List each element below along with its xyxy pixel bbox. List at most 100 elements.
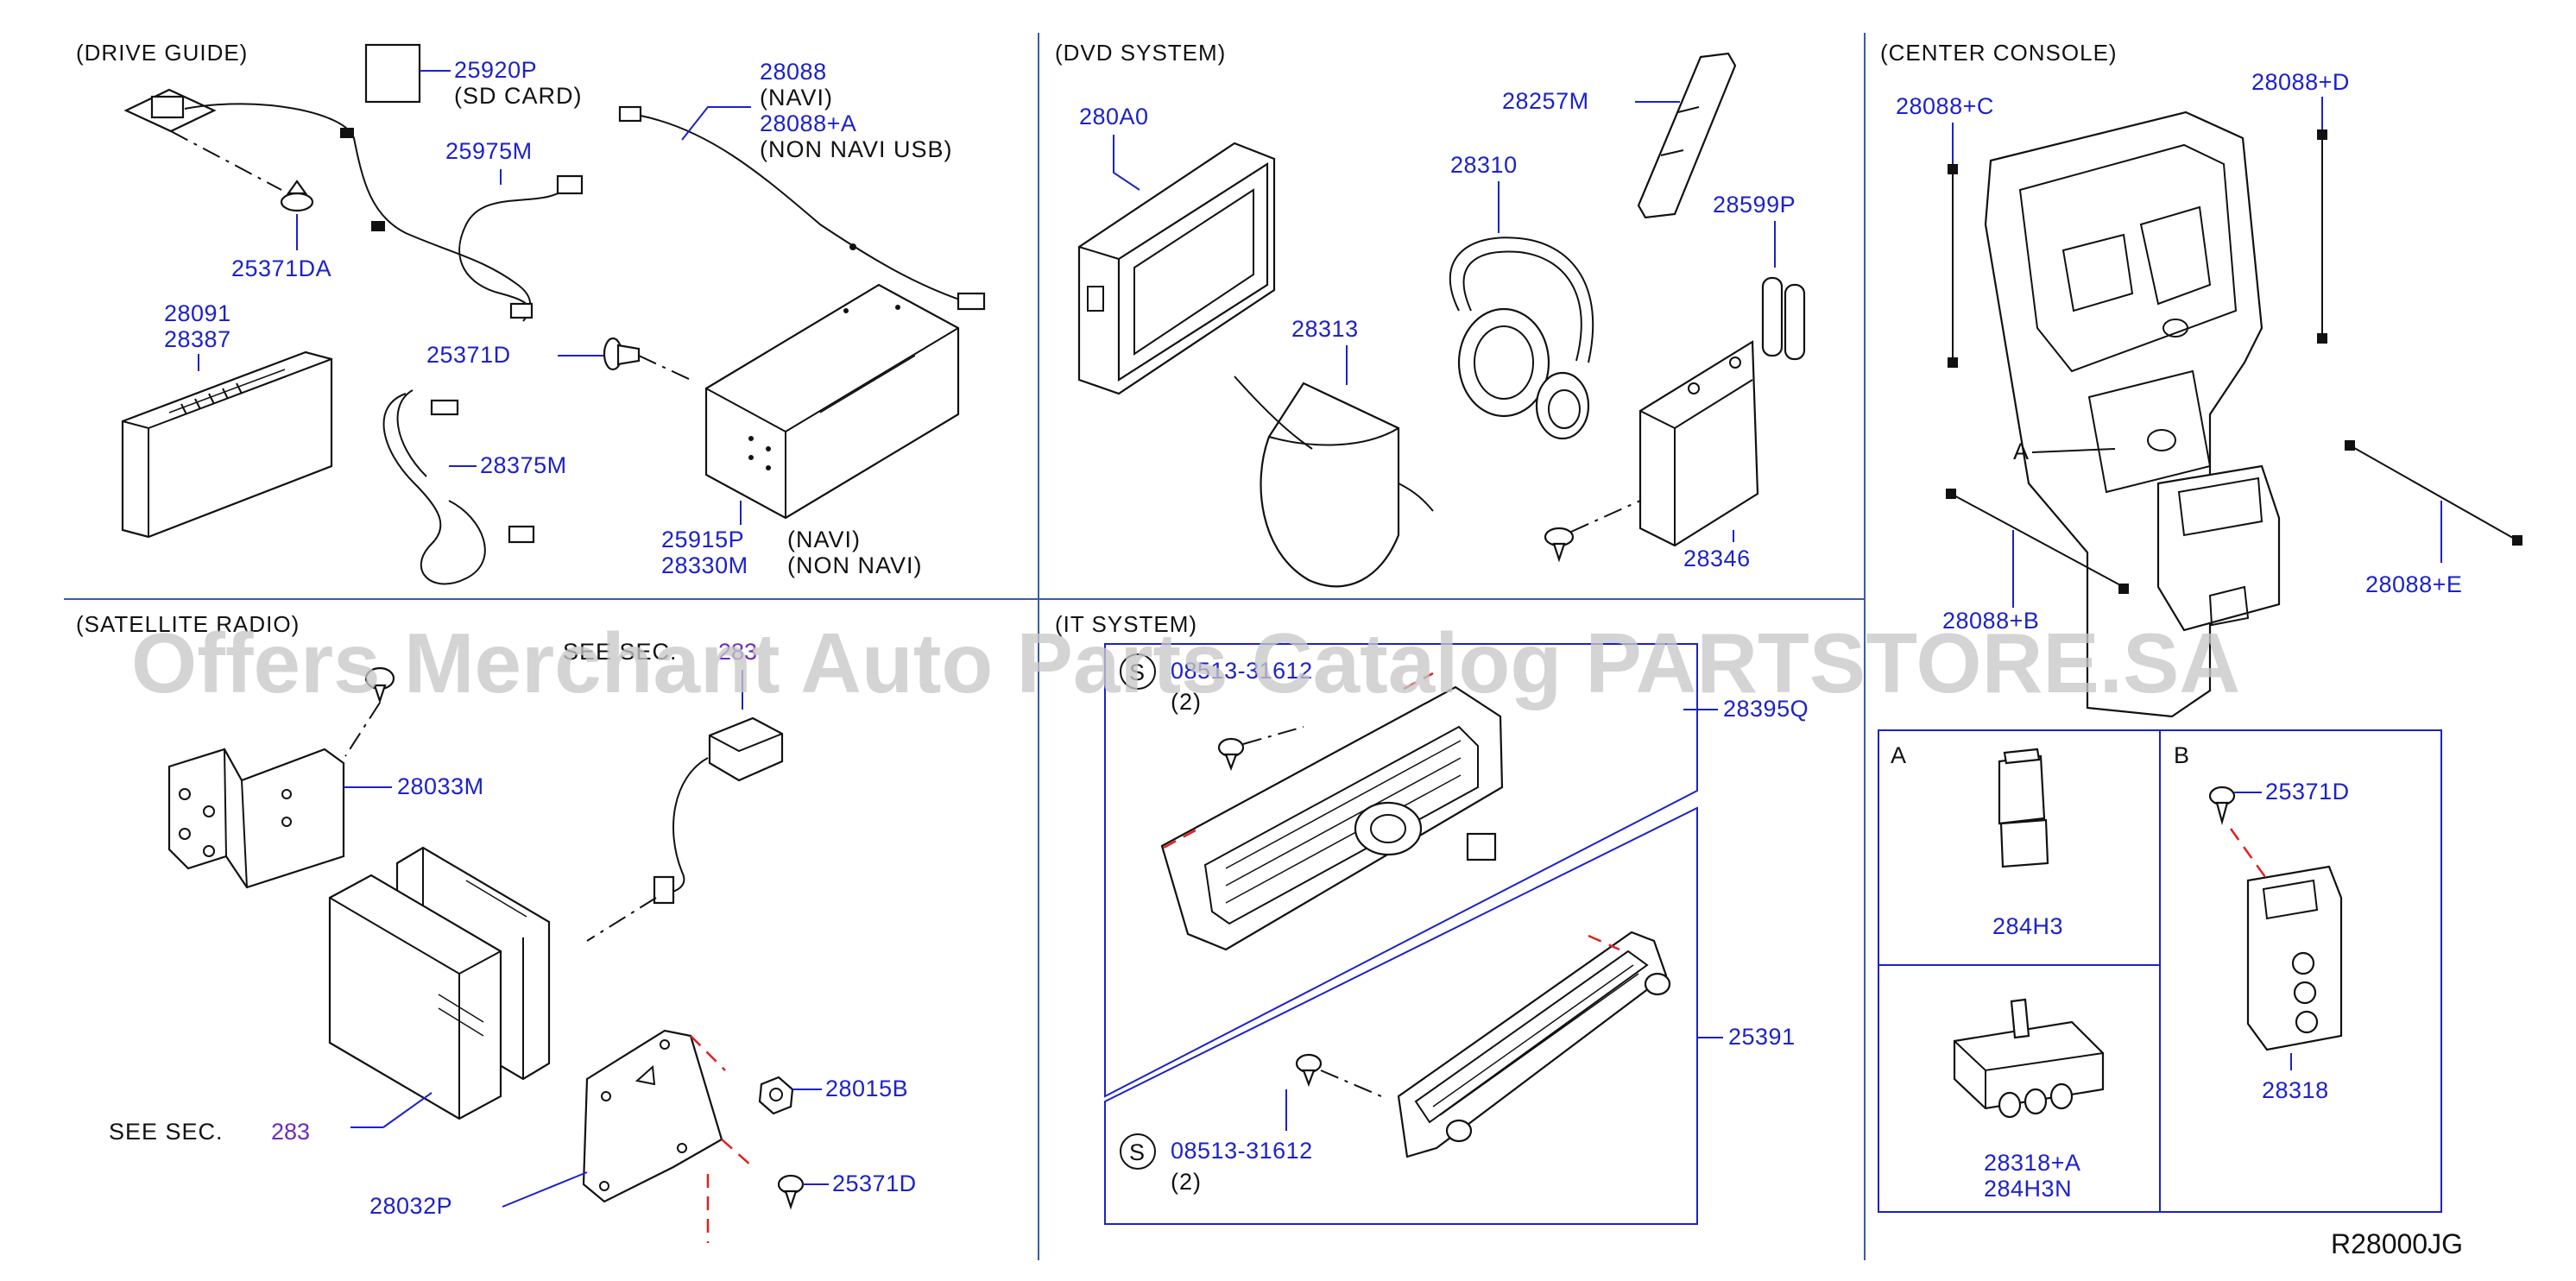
satellite-bracket-part-number[interactable]: 28033M bbox=[397, 773, 484, 799]
console-harness-b-part-number[interactable]: 28088+B bbox=[1942, 608, 2039, 634]
navi-unit-part-number-1[interactable]: 25915P bbox=[661, 527, 744, 552]
navi-unit-drawing[interactable] bbox=[704, 283, 960, 520]
satellite-tuner-part-number[interactable]: 28032P bbox=[369, 1193, 452, 1219]
cable-25975m-drawing[interactable] bbox=[458, 174, 584, 319]
detail-b-clip-drawing[interactable] bbox=[2208, 786, 2236, 826]
detail-box-b-part-number[interactable]: 28318 bbox=[2262, 1077, 2329, 1103]
drive-clip-part-number[interactable]: 25371D bbox=[426, 342, 511, 368]
satellite-radio-title: (SATELLITE RADIO) bbox=[76, 611, 300, 637]
console-harness-e-drawing[interactable] bbox=[2345, 440, 2522, 546]
it-finisher-frame bbox=[1104, 806, 1698, 1225]
usb-cable-drawing[interactable] bbox=[618, 105, 986, 311]
satellite-clip-part-number[interactable]: 25371D bbox=[832, 1171, 917, 1196]
screw-symbol-circle-2 bbox=[1120, 1133, 1156, 1170]
satellite-clip-top-drawing[interactable] bbox=[344, 666, 395, 757]
display-part-number-2[interactable]: 28387 bbox=[164, 326, 231, 352]
headphone-part-number[interactable]: 28310 bbox=[1450, 152, 1518, 178]
detail-box-b-clip-part-number[interactable]: 25371D bbox=[2265, 779, 2350, 805]
satellite-mount-plate-drawing[interactable] bbox=[582, 1029, 752, 1243]
detail-box-b-label: B bbox=[2174, 742, 2190, 768]
sd-card-part-number[interactable]: 25920P bbox=[454, 57, 537, 83]
it-panel-part-number[interactable]: 28395Q bbox=[1723, 696, 1809, 722]
satellite-see-section-top: SEE SEC. bbox=[563, 639, 678, 665]
console-harness-e-part-number[interactable]: 28088+E bbox=[2365, 571, 2462, 597]
dvd-module-drawing[interactable] bbox=[1638, 340, 1759, 547]
it-screw-qty-2: (2) bbox=[1171, 1169, 1202, 1195]
headphones-drawing[interactable] bbox=[1449, 237, 1594, 440]
it-control-panel-drawing[interactable] bbox=[1160, 672, 1504, 951]
satellite-antenna-drawing[interactable] bbox=[586, 716, 784, 942]
cable-part-number[interactable]: 25975M bbox=[445, 138, 533, 164]
harness-part-number[interactable]: 28375M bbox=[480, 452, 567, 478]
usb-port-284h3-drawing[interactable] bbox=[1998, 748, 2049, 868]
drive-guide-section: 25920P (SD CARD) 25371DA 25975M bbox=[121, 43, 986, 585]
satellite-radio-section: SEE SEC. 283 28033M bbox=[109, 639, 917, 1243]
usb-part-number-1[interactable]: 28088 bbox=[760, 59, 827, 85]
detail-box-a-part-number[interactable]: 284H3 bbox=[1992, 913, 2063, 939]
console-harness-c-part-number[interactable]: 28088+C bbox=[1896, 93, 1994, 119]
it-screw-part-number-1[interactable]: 08513-31612 bbox=[1171, 658, 1313, 684]
it-finisher-drawing[interactable] bbox=[1397, 931, 1671, 1158]
console-harness-d-drawing[interactable] bbox=[2317, 129, 2327, 344]
satellite-see-section-bottom-number[interactable]: 283 bbox=[271, 1119, 310, 1145]
detail-box-a-label: A bbox=[1891, 742, 1907, 768]
it-system-section: S 08513-31612 (2) 28395Q bbox=[1104, 643, 1809, 1225]
dvd-module-clip-drawing[interactable] bbox=[1544, 500, 1641, 563]
navi-unit-part-number-2[interactable]: 28330M bbox=[661, 552, 748, 578]
carry-bag-drawing[interactable] bbox=[1234, 375, 1434, 588]
it-screw-qty-1: (2) bbox=[1171, 689, 1202, 715]
remote-control-drawing[interactable] bbox=[1637, 52, 1737, 219]
usb-note-2: (NON NAVI USB) bbox=[760, 136, 953, 162]
satellite-bracket-drawing[interactable] bbox=[167, 748, 345, 889]
drive-guide-title: (DRIVE GUIDE) bbox=[76, 40, 248, 66]
satellite-clip-bottom-drawing[interactable] bbox=[777, 1174, 805, 1210]
diagram-code: R28000JG bbox=[2331, 1228, 2463, 1259]
dvd-player-drawing[interactable] bbox=[1077, 142, 1276, 395]
center-console-title: (CENTER CONSOLE) bbox=[1880, 40, 2118, 66]
watermark-text: Offers Merchant Auto Parts Catalog PARTS… bbox=[131, 615, 2240, 710]
console-callout-a: A bbox=[2013, 439, 2030, 464]
remote-part-number[interactable]: 28257M bbox=[1502, 88, 1589, 114]
usb-note-1: (NAVI) bbox=[760, 85, 833, 110]
navi-unit-note-1: (NAVI) bbox=[787, 527, 861, 552]
aux-module-28318a-drawing[interactable] bbox=[1953, 998, 2105, 1119]
harness-28375m-drawing[interactable] bbox=[382, 389, 535, 585]
it-finisher-part-number[interactable]: 25391 bbox=[1728, 1024, 1796, 1050]
it-system-title: (IT SYSTEM) bbox=[1055, 611, 1197, 637]
bag-part-number[interactable]: 28313 bbox=[1291, 316, 1359, 342]
dvd-module-part-number[interactable]: 28346 bbox=[1683, 546, 1751, 571]
center-console-drawing[interactable] bbox=[1984, 110, 2281, 718]
console-harness-d-part-number[interactable]: 28088+D bbox=[2251, 69, 2350, 95]
console-harness-b-drawing[interactable] bbox=[1946, 489, 2129, 594]
sd-card-note: (SD CARD) bbox=[454, 83, 583, 109]
it-panel-frame bbox=[1104, 643, 1698, 1098]
battery-part-number[interactable]: 28599P bbox=[1713, 192, 1796, 218]
satellite-nut-drawing[interactable] bbox=[758, 1076, 794, 1115]
display-unit-drawing[interactable] bbox=[121, 350, 333, 539]
batteries-drawing[interactable] bbox=[1761, 276, 1806, 361]
it-screw-symbol-2: S bbox=[1129, 1139, 1146, 1165]
satellite-see-section-bottom: SEE SEC. bbox=[109, 1119, 224, 1145]
detail-box-c-part-number-1[interactable]: 28318+A bbox=[1984, 1150, 2080, 1176]
usb-part-number-2[interactable]: 28088+A bbox=[760, 110, 856, 136]
it-screw-2-drawing[interactable] bbox=[1295, 1053, 1382, 1097]
display-part-number-1[interactable]: 28091 bbox=[164, 300, 231, 326]
it-screw-1-drawing[interactable] bbox=[1217, 726, 1304, 772]
navi-unit-note-2: (NON NAVI) bbox=[787, 552, 923, 578]
dvd-player-part-number[interactable]: 280A0 bbox=[1079, 104, 1149, 129]
satellite-tuner-drawing[interactable] bbox=[328, 846, 551, 1120]
center-console-section: 28088+C 28088+D A bbox=[1878, 69, 2522, 1213]
antenna-part-number[interactable]: 25371DA bbox=[231, 256, 331, 281]
gps-antenna-drawing[interactable] bbox=[123, 88, 532, 322]
screw-symbol-circle-1 bbox=[1120, 653, 1156, 690]
aux-jack-28318-drawing[interactable] bbox=[2246, 865, 2343, 1051]
it-screw-symbol-1: S bbox=[1129, 659, 1146, 685]
detail-box-c-part-number-2[interactable]: 284H3N bbox=[1984, 1176, 2072, 1202]
it-screw-part-number-2[interactable]: 08513-31612 bbox=[1171, 1138, 1313, 1164]
dvd-system-title: (DVD SYSTEM) bbox=[1055, 40, 1226, 66]
satellite-see-section-top-number[interactable]: 283 bbox=[718, 639, 757, 665]
drive-clip-drawing[interactable] bbox=[603, 337, 691, 381]
sd-card-drawing[interactable] bbox=[364, 43, 421, 104]
console-harness-c-drawing[interactable] bbox=[1948, 164, 1958, 368]
satellite-nut-part-number[interactable]: 28015B bbox=[825, 1076, 908, 1101]
